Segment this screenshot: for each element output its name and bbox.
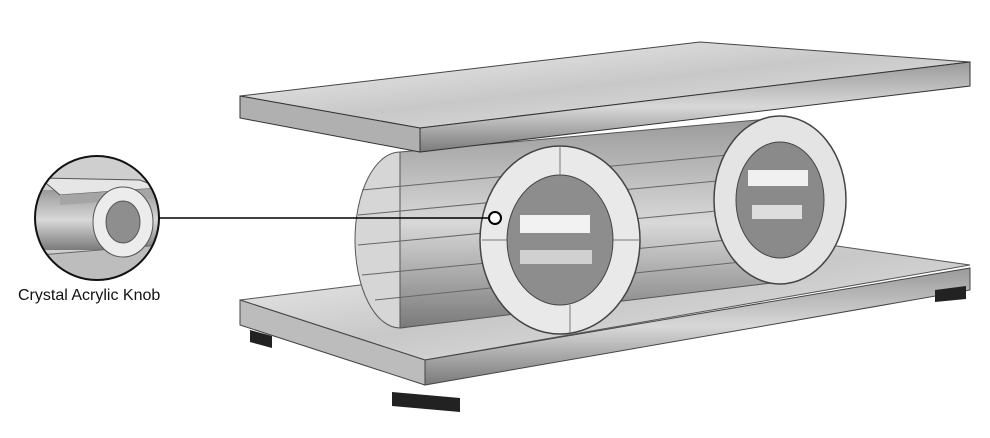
table-top [239,41,971,153]
callout-label: Crystal Acrylic Knob [18,287,161,304]
cylinder-base [354,115,847,335]
knob-marker [488,211,502,225]
foot [935,286,966,302]
knob-detail-magnifier [34,155,160,281]
foot [250,330,272,348]
foot [392,392,460,412]
